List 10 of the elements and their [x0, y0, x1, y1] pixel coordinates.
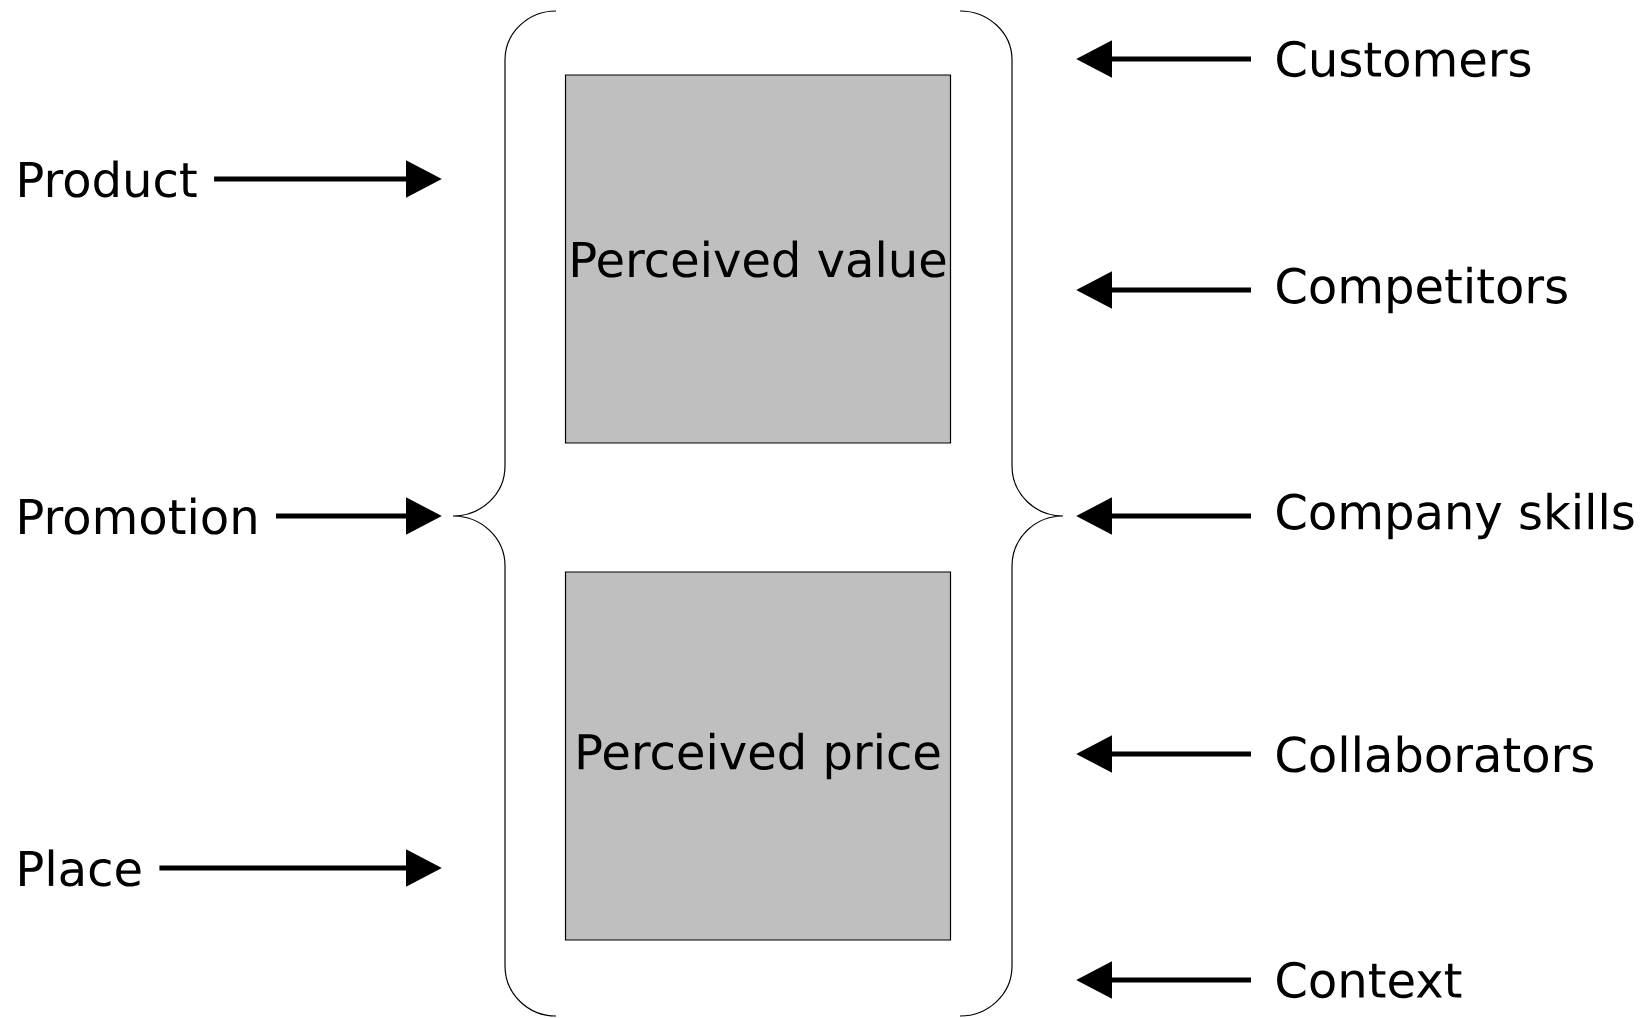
factor-label: Place — [20, 849, 141, 887]
factor-label: Customers — [1277, 40, 1531, 78]
factor-label: Promotion — [20, 497, 256, 535]
factor-label: Product — [20, 160, 197, 198]
factor-label: Company skills — [1277, 492, 1634, 540]
factor-label: Collaborators — [1277, 735, 1593, 773]
concept-box: Perceived value — [564, 74, 952, 444]
factor-label: Context — [1277, 961, 1462, 999]
factor-label: Competitors — [1277, 266, 1567, 314]
concept-box: Perceived price — [564, 571, 952, 941]
